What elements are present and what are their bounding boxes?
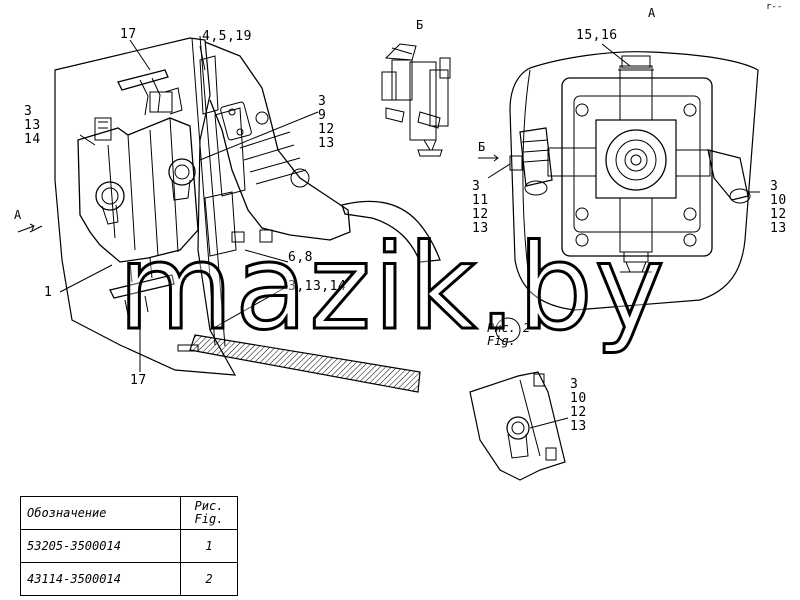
callout-3-13-14-lower: 3,13,14 [288, 279, 347, 294]
view-a-title: А [648, 6, 656, 20]
callout-15-16: 15,16 [576, 28, 618, 43]
view-b-arrow-label: Б [478, 140, 486, 154]
callout-17-top: 17 [120, 27, 137, 42]
row-1-code: 53205-3500014 [20, 529, 181, 563]
row-2-code: 43114-3500014 [20, 562, 181, 596]
header-designation: Обозначение [20, 496, 181, 530]
table-row: 43114-3500014 2 [20, 562, 238, 596]
fig1-assembly [29, 35, 441, 393]
fig2-fragment [469, 317, 569, 481]
header-figure: Рис. Fig. [180, 496, 238, 530]
callout-17-bottom: 17 [130, 373, 147, 388]
callout-3-11-12-13: 3 11 12 13 [472, 179, 489, 236]
callout-6-8: 6,8 [288, 250, 313, 265]
view-a-arrow [17, 223, 35, 233]
corner-mark: r-- [766, 2, 783, 12]
table-header-row: Обозначение Рис. Fig. [20, 496, 238, 530]
designation-table: Обозначение Рис. Fig. 53205-3500014 1 43… [20, 496, 238, 596]
callout-3-10-12-13-fig2: 3 10 12 13 [570, 377, 587, 434]
view-b-detail [381, 43, 451, 157]
row-1-fig: 1 [180, 529, 238, 563]
view-a-arrow-label: А [14, 208, 22, 222]
fig2-label: Рис. 2 Fig. [487, 321, 531, 348]
callout-4-5-19: 4,5,19 [202, 29, 252, 44]
view-b-title: Б [416, 18, 424, 32]
row-2-fig: 2 [180, 562, 238, 596]
callout-3-13-14: 3 13 14 [24, 104, 41, 147]
view-b-arrow [478, 154, 499, 162]
view-a-front [487, 43, 760, 311]
callout-3-9-12-13: 3 9 12 13 [318, 94, 335, 151]
callout-1: 1 [44, 285, 53, 300]
callout-3-10-12-13-right: 3 10 12 13 [770, 179, 787, 236]
table-row: 53205-3500014 1 [20, 529, 238, 563]
